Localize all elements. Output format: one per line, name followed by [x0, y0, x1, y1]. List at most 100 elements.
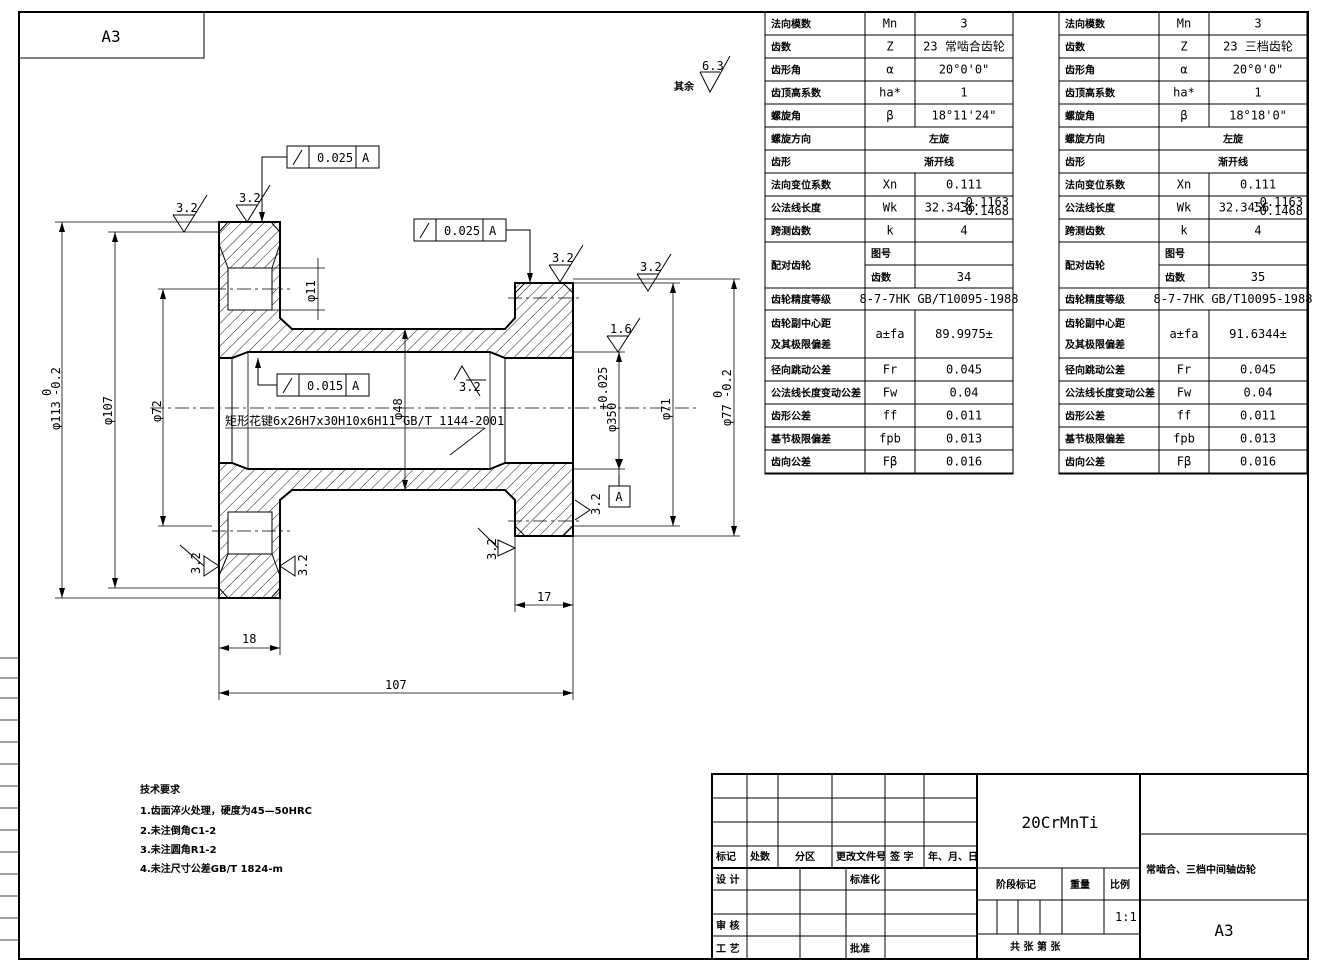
svg-text:2.未注倒角C1-2: 2.未注倒角C1-2: [140, 824, 216, 837]
gear-param-value: 左旋: [928, 133, 950, 146]
svg-text:4.未注尺寸公差GB/T 1824-m: 4.未注尺寸公差GB/T 1824-m: [140, 862, 283, 875]
gear-param-value: 0.111: [1240, 178, 1276, 192]
sheet-frame: [18, 11, 1309, 960]
gear-param-label: 法向模数: [771, 18, 812, 31]
gear-param-value: 23 三档齿轮: [1223, 40, 1293, 54]
svg-text:-0.1468: -0.1468: [958, 204, 1009, 218]
gear-param-label: 法向变位系数: [771, 179, 832, 192]
svg-text:8-7-7HK GB/T10095-1988: 8-7-7HK GB/T10095-1988: [1154, 292, 1313, 306]
gear-param-label: 齿顶高系数: [771, 87, 822, 100]
svg-text:审 核: 审 核: [716, 919, 739, 932]
gear-param-label: 基节极限偏差: [770, 433, 831, 446]
gear-param-value: 20°0'0": [939, 63, 990, 77]
gdt-frame-3: 0.015 A: [255, 358, 370, 397]
gear-param-value: 3: [1254, 17, 1261, 31]
svg-text:A: A: [615, 490, 623, 504]
gear-param-label: 公法线长度: [771, 202, 822, 215]
gear-param-label: 径向跳动公差: [771, 364, 831, 377]
svg-text:齿轮精度等级: 齿轮精度等级: [771, 293, 832, 306]
gear-param-value: 0.016: [946, 455, 982, 469]
gear-param-symbol: Xn: [883, 178, 897, 192]
title-block: 标记 处数 分区 更改文件号 签 字 年、月、日 设 计 标准化 审 核 工 艺…: [711, 773, 1309, 960]
gear-param-label: 齿形公差: [771, 410, 811, 423]
svg-text:a±fa: a±fa: [876, 327, 905, 341]
svg-text:A: A: [489, 224, 497, 238]
svg-text:0.025: 0.025: [444, 224, 480, 238]
gear-param-label: 公法线长度变动公差: [1065, 387, 1155, 400]
svg-text:a±fa: a±fa: [1170, 327, 1199, 341]
gear-param-symbol: k: [886, 224, 894, 238]
gear-param-value: 左旋: [1222, 133, 1244, 146]
gear-param-value: 0.013: [946, 432, 982, 446]
mate-teeth-value: 34: [957, 270, 971, 284]
dim-d48: φ48: [391, 398, 405, 420]
svg-text:+0.025: +0.025: [596, 367, 610, 410]
gear-param-label: 基节极限偏差: [1064, 433, 1125, 446]
gear-param-symbol: fpb: [879, 432, 901, 446]
svg-text:齿数: 齿数: [871, 271, 892, 284]
svg-text:3.2: 3.2: [189, 552, 203, 574]
gear-param-symbol: ff: [1177, 409, 1191, 423]
gear-param-value: 4: [960, 224, 967, 238]
svg-text:3.2: 3.2: [296, 554, 310, 576]
gear-param-symbol: Fβ: [1177, 455, 1191, 469]
gear-param-value: 0.04: [950, 386, 979, 400]
gear-param-symbol: ha*: [879, 86, 901, 100]
gear-param-value: 3: [960, 17, 967, 31]
tech-requirements: 技术要求 1.齿面淬火处理，硬度为45—50HRC 2.未注倒角C1-2 3.未…: [140, 783, 312, 875]
svg-text:3.2: 3.2: [589, 493, 603, 515]
svg-text:0: 0: [40, 389, 54, 396]
gear-param-symbol: Wk: [883, 201, 898, 215]
gear-param-symbol: α: [886, 63, 893, 77]
dim-d72: φ72: [150, 400, 164, 422]
svg-text:标准化: 标准化: [849, 873, 880, 886]
format-label: A3: [101, 27, 120, 46]
svg-text:齿轮副中心距: 齿轮副中心距: [771, 317, 831, 330]
gear-param-label: 齿形角: [1065, 64, 1095, 77]
gear-param-symbol: k: [1180, 224, 1188, 238]
dim-d35: φ35: [605, 410, 619, 432]
part-name: 常啮合、三档中间轴齿轮: [1146, 863, 1256, 876]
gear-param-value: 0.045: [1240, 363, 1276, 377]
svg-text:-0.2: -0.2: [720, 369, 734, 398]
dim-len17: 17: [537, 590, 551, 604]
gdt-frame-1: 0.025 A: [259, 145, 380, 222]
gear-param-value: 0.011: [946, 409, 982, 423]
format-label-bottom: A3: [1214, 921, 1233, 940]
svg-text:共 张 第 张: 共 张 第 张: [1010, 940, 1061, 953]
gear-param-label: 螺旋方向: [1065, 133, 1105, 146]
svg-text:批准: 批准: [850, 942, 870, 955]
svg-text:3.2: 3.2: [176, 201, 198, 215]
gear-param-label: 跨测齿数: [771, 225, 812, 238]
svg-text:A: A: [362, 151, 370, 165]
gear-param-value: 20°0'0": [1233, 63, 1284, 77]
svg-text:年、月、日: 年、月、日: [928, 850, 978, 863]
svg-text:标记: 标记: [715, 850, 736, 863]
svg-text:图号: 图号: [871, 248, 891, 260]
svg-text:3.未注圆角R1-2: 3.未注圆角R1-2: [140, 843, 217, 856]
gear-param-value: 0.011: [1240, 409, 1276, 423]
svg-text:图号: 图号: [1165, 248, 1185, 260]
dimensions: φ113 0 -0.2 φ107 φ72 φ48 φ35 +0.025 0: [40, 221, 740, 700]
gear-param-symbol: ff: [883, 409, 897, 423]
gear-param-label: 齿形角: [771, 64, 801, 77]
other-roughness: 其余 6.3: [674, 55, 731, 94]
margin-ticks: [0, 657, 19, 941]
svg-text:6.3: 6.3: [702, 59, 724, 73]
dim-d113: φ113: [49, 401, 63, 430]
svg-text:3.2: 3.2: [239, 191, 261, 205]
dim-d107: φ107: [101, 396, 115, 425]
gear-param-value: 0.013: [1240, 432, 1276, 446]
gear-param-label: 齿形: [1065, 156, 1085, 169]
svg-text:91.6344±: 91.6344±: [1229, 327, 1287, 341]
gear-param-label: 齿向公差: [1065, 456, 1105, 469]
material: 20CrMnTi: [1021, 813, 1098, 832]
gear-param-symbol: Mn: [883, 17, 897, 31]
mate-gear-label: 配对齿轮: [771, 259, 811, 272]
dim-len18: 18: [242, 632, 256, 646]
gear-param-value: 0.04: [1244, 386, 1273, 400]
spline-note: 矩形花键6x26H7x30H10x6H11 GB/T 1144-2001: [225, 413, 504, 428]
gear-param-symbol: Fr: [883, 363, 897, 377]
svg-text:分区: 分区: [795, 850, 815, 863]
